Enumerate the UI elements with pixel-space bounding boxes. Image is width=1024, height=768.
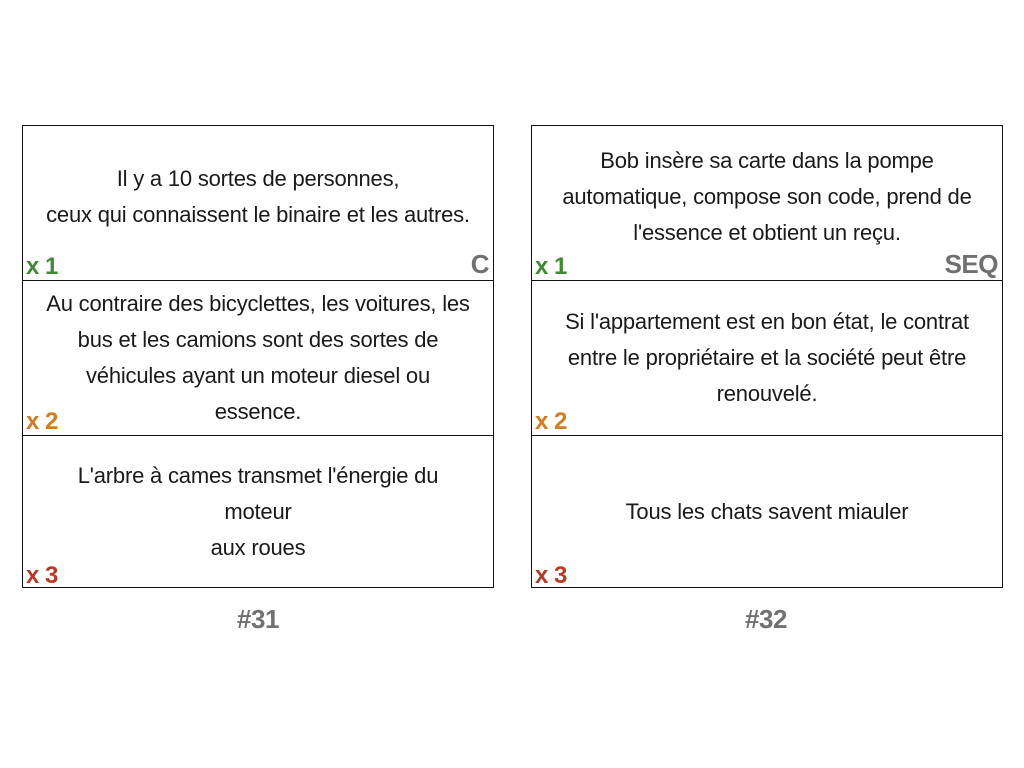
text-line: renouvelé. <box>716 380 818 406</box>
text-line: entre le propriétaire et la société peut… <box>567 344 967 370</box>
card-row-x3: L'arbre à cames transmet l'énergie du mo… <box>23 434 493 589</box>
row-text: Il y a 10 sortes de personnes, ceux qui … <box>23 161 493 233</box>
multiplier-x2: x 2 <box>26 407 58 435</box>
multiplier-x3: x 3 <box>26 561 58 589</box>
row-text: Tous les chats savent miauler <box>532 494 1002 530</box>
card-row-x2: Si l'appartement est en bon état, le con… <box>532 280 1002 434</box>
text-line: essence. <box>214 398 302 424</box>
card-32: Bob insère sa carte dans la pompe automa… <box>531 125 1003 588</box>
card-number: #31 <box>237 604 279 634</box>
card-row-x3: Tous les chats savent miauler x 3 <box>532 434 1002 589</box>
multiplier-x1: x 1 <box>26 253 58 281</box>
multiplier-x1: x 1 <box>535 253 567 281</box>
text-line: Bob insère sa carte dans la pompe <box>600 147 934 173</box>
multiplier-x2: x 2 <box>535 407 567 435</box>
row-text: Si l'appartement est en bon état, le con… <box>532 304 1002 412</box>
row-text: Au contraire des bicyclettes, les voitur… <box>23 286 493 430</box>
text-line: Il y a 10 sortes de personnes, <box>116 165 400 191</box>
text-line: Au contraire des bicyclettes, les voitur… <box>46 290 470 316</box>
card-row-x1: Il y a 10 sortes de personnes, ceux qui … <box>23 126 493 280</box>
text-line: bus et les camions sont des sortes de <box>77 326 439 352</box>
card-number: #32 <box>745 604 787 634</box>
text-line: L'arbre à cames transmet l'énergie du mo… <box>77 463 439 525</box>
card-31: Il y a 10 sortes de personnes, ceux qui … <box>22 125 494 588</box>
card-row-x1: Bob insère sa carte dans la pompe automa… <box>532 126 1002 280</box>
text-line: Tous les chats savent miauler <box>625 499 909 525</box>
text-line: l'essence et obtient un reçu. <box>633 219 901 245</box>
category-tag: SEQ <box>944 249 999 280</box>
row-text: Bob insère sa carte dans la pompe automa… <box>532 143 1002 251</box>
text-line: Si l'appartement est en bon état, le con… <box>565 308 969 334</box>
row-text: L'arbre à cames transmet l'énergie du mo… <box>23 458 493 566</box>
text-line: ceux qui connaissent le binaire et les a… <box>46 201 470 227</box>
card-row-x2: Au contraire des bicyclettes, les voitur… <box>23 280 493 434</box>
text-line: automatique, compose son code, prend de <box>562 183 972 209</box>
text-line: véhicules ayant un moteur diesel ou <box>86 362 430 388</box>
multiplier-x3: x 3 <box>535 561 567 589</box>
text-line: aux roues <box>210 535 306 561</box>
category-tag: C <box>470 249 490 280</box>
